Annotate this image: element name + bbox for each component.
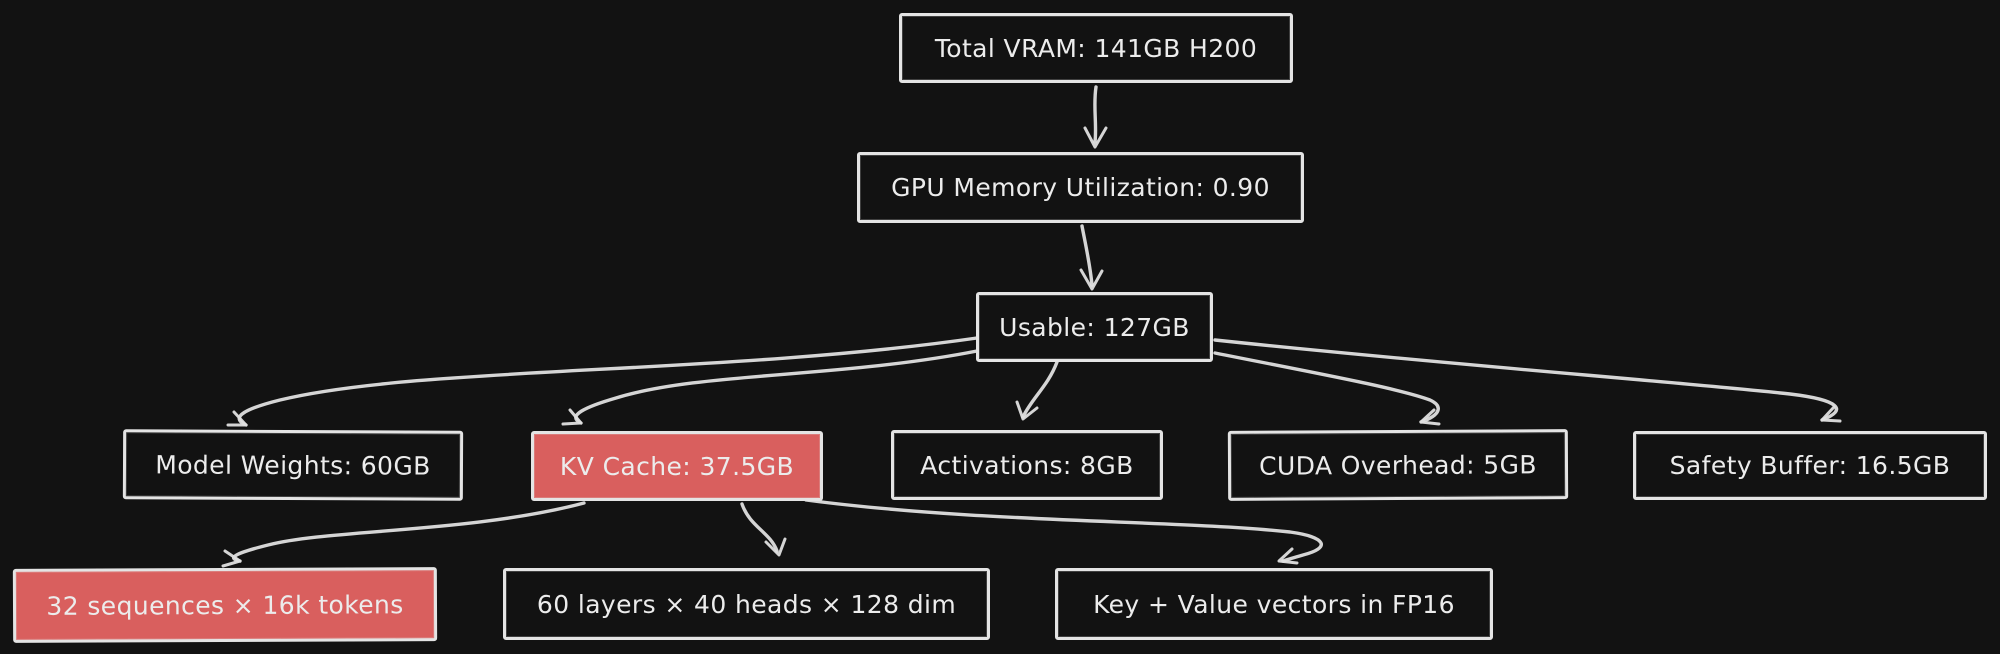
arrowhead-icon (1277, 547, 1299, 565)
arrowhead-icon (764, 537, 787, 557)
arrowhead-icon (1419, 408, 1441, 426)
edge-total-vram-to-gpu-util (1093, 85, 1098, 144)
arrowhead-icon (1079, 268, 1104, 291)
node-kv-cache: KV Cache: 37.5GB (531, 431, 823, 501)
edge-usable-to-safety-buffer (1213, 338, 1839, 422)
arrowhead-icon (561, 408, 583, 426)
edge-usable-to-cuda-overhead (1213, 351, 1440, 424)
edge-kv-cache-to-sequences (231, 501, 586, 563)
node-layers-heads-dim: 60 layers × 40 heads × 128 dim (503, 568, 990, 640)
arrowhead-icon (1083, 126, 1108, 149)
node-safety-buffer: Safety Buffer: 16.5GB (1633, 431, 1987, 500)
arrowhead-icon (1820, 405, 1842, 423)
edge-gpu-util-to-usable (1080, 224, 1094, 287)
edge-usable-to-activations (1021, 360, 1059, 419)
arrowhead-icon (1015, 400, 1039, 421)
edge-kv-cache-to-kv-vectors (804, 498, 1323, 563)
node-gpu-memory-utilization: GPU Memory Utilization: 0.90 (857, 152, 1304, 223)
edge-kv-cache-to-layers (740, 502, 779, 553)
node-activations: Activations: 8GB (891, 430, 1163, 500)
edge-usable-to-model-weights (237, 336, 979, 427)
node-model-weights: Model Weights: 60GB (122, 429, 464, 501)
arrowhead-icon (221, 549, 242, 568)
node-usable: Usable: 127GB (976, 292, 1213, 362)
arrowhead-icon (226, 410, 248, 427)
node-kv-vectors-fp16: Key + Value vectors in FP16 (1055, 568, 1493, 640)
edge-usable-to-kv-cache (574, 349, 979, 425)
node-cuda-overhead: CUDA Overhead: 5GB (1227, 429, 1569, 501)
node-total-vram: Total VRAM: 141GB H200 (899, 13, 1293, 83)
node-sequences-tokens: 32 sequences × 16k tokens (12, 567, 438, 643)
